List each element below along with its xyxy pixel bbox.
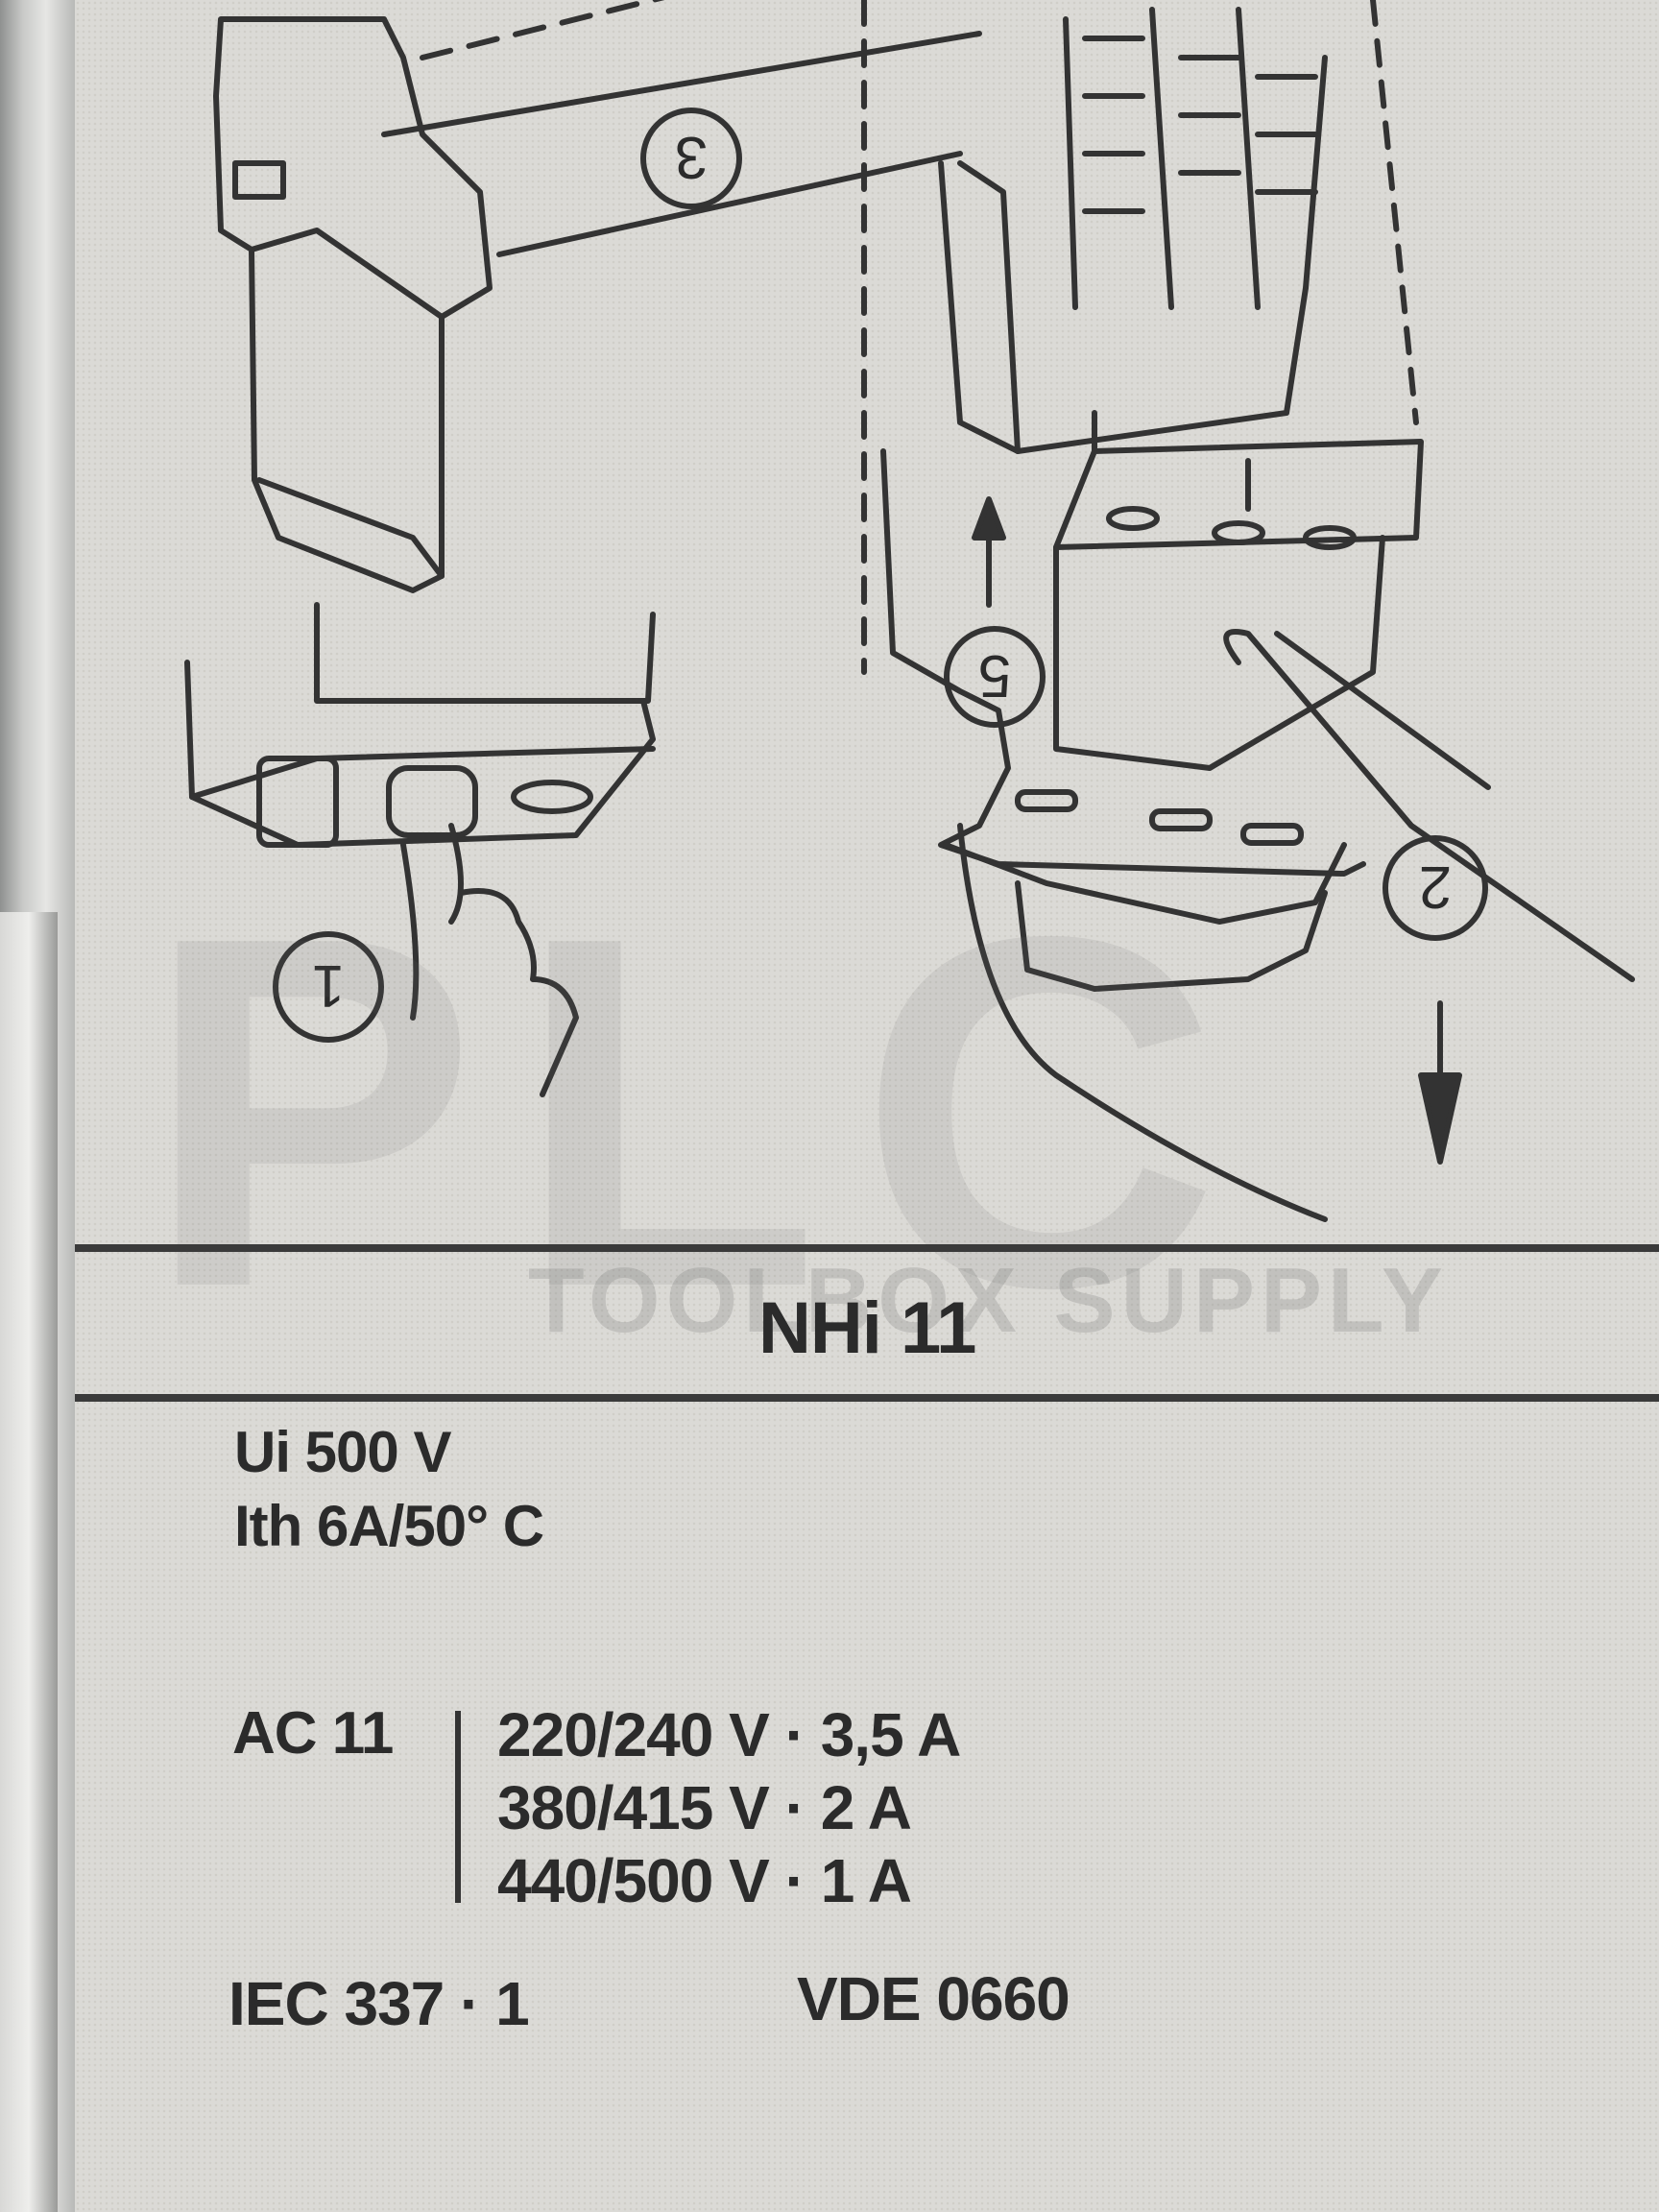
svg-text:1: 1 bbox=[312, 952, 345, 1019]
step-2-marker: 2 bbox=[1382, 835, 1488, 941]
rating-row: 440/500 V · 1 A bbox=[497, 1846, 912, 1915]
hand-icon bbox=[400, 823, 579, 1097]
svg-text:3: 3 bbox=[675, 124, 708, 190]
vde-standard: VDE 0660 bbox=[797, 1964, 1070, 2033]
arrow-down-icon bbox=[1418, 1000, 1462, 1165]
iec-standard: IEC 337 · 1 bbox=[228, 1969, 530, 2038]
arrow-up-icon bbox=[972, 496, 1006, 608]
step-3-marker: 3 bbox=[640, 108, 742, 209]
mounting-diagram: 3 5 2 1 bbox=[184, 0, 1635, 1222]
svg-text:5: 5 bbox=[978, 642, 1011, 709]
rating-row: 220/240 V · 3,5 A bbox=[497, 1700, 961, 1769]
watermark-logo: PLC bbox=[144, 833, 1258, 1391]
step-5-marker: 5 bbox=[944, 626, 1046, 728]
utilization-category: AC 11 bbox=[232, 1700, 394, 1767]
step-1-marker: 1 bbox=[273, 931, 384, 1043]
rating-row: 380/415 V · 2 A bbox=[497, 1773, 912, 1842]
ratings-divider bbox=[455, 1711, 461, 1903]
watermark-text: TOOLBOX SUPPLY bbox=[528, 1249, 1449, 1352]
model-name: NHi 11 bbox=[758, 1287, 976, 1369]
svg-text:2: 2 bbox=[1419, 854, 1452, 920]
contactor-drawing bbox=[861, 0, 1635, 1222]
auxiliary-contact-drawing bbox=[184, 0, 982, 1097]
instruction-label-paper bbox=[75, 0, 1659, 2212]
bottom-divider bbox=[75, 1394, 1659, 1402]
adjacent-box-edge bbox=[0, 912, 58, 2212]
top-divider bbox=[75, 1244, 1659, 1252]
thermal-current: Ith 6A/50° C bbox=[234, 1494, 544, 1558]
insulation-voltage: Ui 500 V bbox=[234, 1420, 451, 1484]
